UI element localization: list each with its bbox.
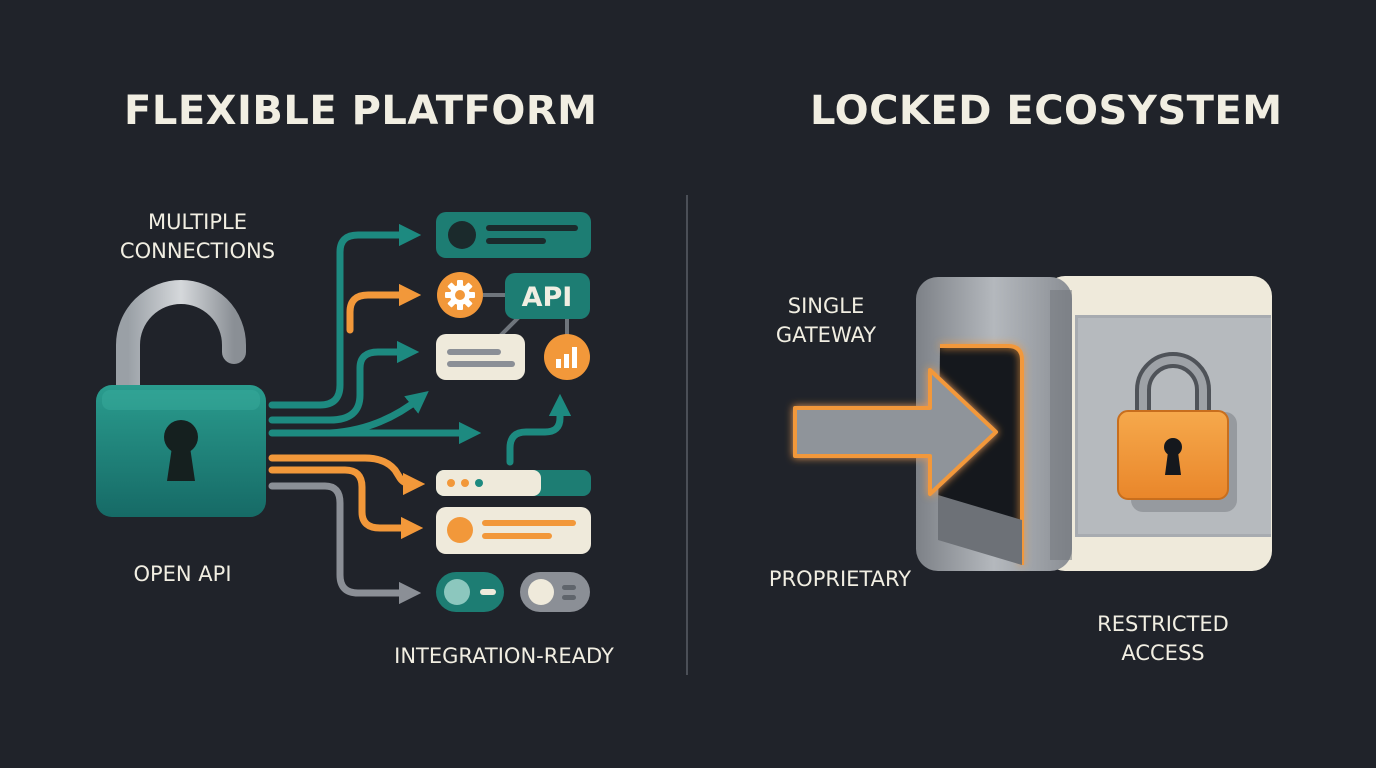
node-card-dots [436, 470, 591, 496]
open-padlock-icon [96, 280, 266, 517]
section-divider [686, 195, 688, 675]
single-gateway-label: SINGLE GATEWAY [775, 294, 877, 347]
gear-icon [437, 272, 483, 318]
toggle-icon-secondary [520, 572, 590, 612]
proprietary-label: PROPRIETARY [768, 567, 912, 591]
node-card-cream [436, 334, 525, 380]
integration-ready-label: INTEGRATION-READY [394, 644, 614, 668]
arrow-icon [793, 368, 998, 496]
node-card-orange [436, 507, 591, 554]
multiple-connections-label: MULTIPLE CONNECTIONS [119, 210, 276, 263]
flexible-platform-title: FLEXIBLE PLATFORM [124, 88, 598, 134]
svg-text:API: API [522, 282, 573, 313]
bar-chart-icon [544, 334, 590, 380]
toggle-icon [436, 572, 504, 612]
closed-padlock-icon [1117, 352, 1237, 512]
locked-ecosystem-title: LOCKED ECOSYSTEM [810, 88, 1283, 134]
api-badge: API [505, 273, 590, 319]
node-card-top [436, 212, 591, 258]
open-api-label: OPEN API [133, 562, 232, 586]
restricted-access-label: RESTRICTED ACCESS [1097, 612, 1229, 665]
connection-lines [268, 223, 572, 605]
